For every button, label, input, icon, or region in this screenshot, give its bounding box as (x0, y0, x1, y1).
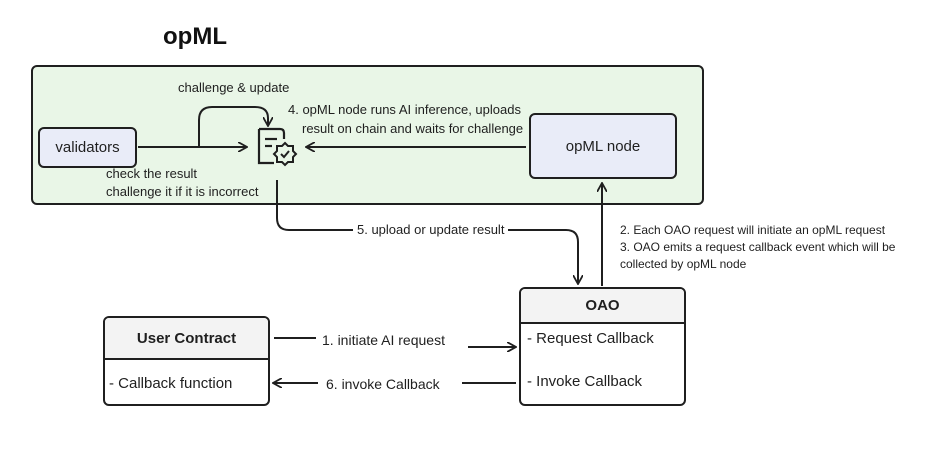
opml-node: opML node (529, 113, 677, 179)
step1-label: 1. initiate AI request (322, 332, 445, 348)
user-contract-callback-function: - Callback function (109, 375, 233, 392)
oao-node: OAO - Request Callback - Invoke Callback (519, 287, 686, 406)
check-result-label-line2: challenge it if it is incorrect (106, 184, 259, 199)
diagram-title: opML (163, 23, 227, 50)
step3-label-line1: 3. OAO emits a request callback event wh… (620, 240, 896, 254)
validators-label: validators (55, 139, 120, 156)
user-contract-node: User Contract - Callback function (103, 316, 270, 406)
oao-title: OAO (521, 289, 684, 324)
oao-invoke-callback: - Invoke Callback (527, 373, 643, 390)
oao-request-callback: - Request Callback (527, 330, 654, 347)
step4-label-line2: result on chain and waits for challenge (302, 121, 524, 136)
step6-label: 6. invoke Callback (326, 376, 440, 392)
step3-label-line2: collected by opML node (620, 257, 747, 271)
step4-label-line1: 4. opML node runs AI inference, uploads (288, 102, 521, 117)
user-contract-title: User Contract (105, 318, 268, 360)
step2-label: 2. Each OAO request will initiate an opM… (620, 223, 886, 237)
validators-node: validators (38, 127, 137, 168)
challenge-update-loop-arrow (198, 106, 268, 147)
step5-label: 5. upload or update result (353, 220, 509, 240)
certificate-check-icon (257, 127, 298, 167)
opml-node-label: opML node (565, 137, 641, 155)
challenge-update-label: challenge & update (178, 80, 290, 95)
check-result-label-line1: check the result (106, 166, 198, 181)
